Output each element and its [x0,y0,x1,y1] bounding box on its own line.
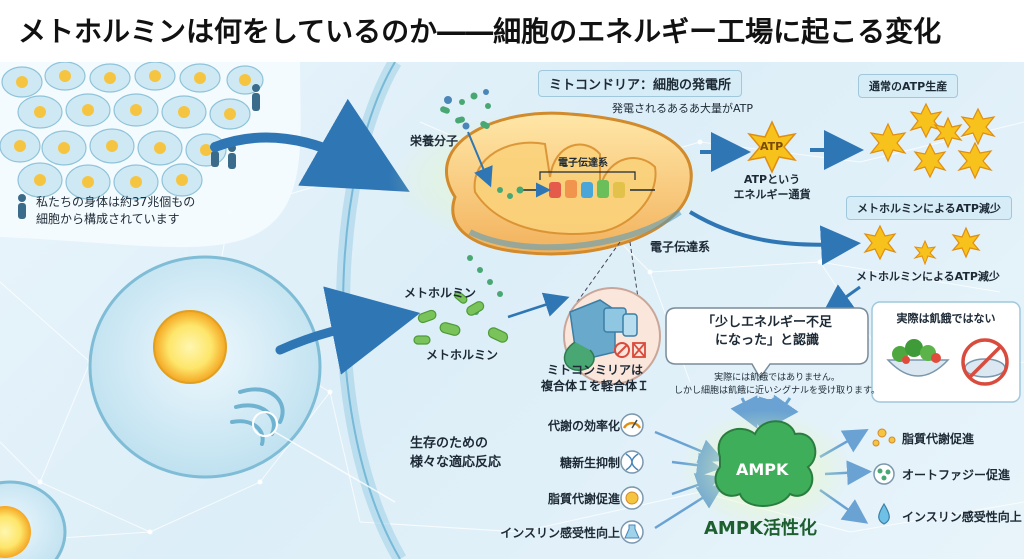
metformin-molecules [413,291,509,345]
adaptation-input-3: インスリン感受性向上 [500,526,620,540]
bubble-line2: になった」と認識 [714,333,819,348]
ampk-enzyme [714,420,817,507]
lipid-icon [872,428,896,447]
human-figure-icon [18,84,260,219]
mitochondria-header: ミトコンドリア：細胞の発電所 [538,70,743,97]
atp-caption-line1: ATPという [743,173,801,186]
complex-caption-line2: 複合体Ｉを軽合体Ｉ [540,379,649,393]
etc-label-outer: 電子伝達系 [650,240,711,254]
atp-caption-line2: エネルギー通貨 [733,188,811,201]
atp-stars [747,102,996,266]
adaptation-output-0: 脂質代謝促進 [902,432,975,446]
page-title: メトホルミンは何をしているのか――細胞のエネルギー工場に起こる変化 [18,15,942,48]
salad-bowl-icon [886,339,950,377]
adaptation-input-0: 代謝の効率化 [547,419,620,433]
energy-shortage-bubble: 「少しエネルギー不足 になった」と認識 [668,314,866,350]
normal-atp-header: 通常のATP生産 [858,74,959,98]
cells-caption-line1: 私たちの身体は約37兆個もの [36,195,196,209]
complex-caption-line1: ミトコンミリアは [546,363,643,377]
cell-cluster [0,62,264,200]
production-note: 発電されるあるあ大量がATP [612,102,754,115]
etc-complexes [549,180,625,198]
title-bar: メトホルミンは何をしているのか――細胞のエネルギー工場に起こる変化 [0,0,1024,62]
adaptation-input-1: 糖新生抑制 [559,456,620,470]
speech-bubble [665,307,869,380]
dna-icon [620,450,644,474]
diagram-panel: 私たちの身体は約37兆個もの 細胞から構成されています ミトコンドリア：細胞の発… [0,62,1024,559]
atp-caption: ATPという エネルギー通貨 [732,172,812,202]
water-drop-icon [878,502,890,525]
bubble-line1: 「少しエネルギー不足 [701,315,832,330]
flask-icon [620,520,644,544]
complex-i [563,299,638,371]
ampk-activation-label: AMPK活性化 [704,518,817,539]
metformin-label-top: メトホルミン [404,286,477,300]
metformin-label-bottom: メトホルミン [426,348,499,362]
atp-token-main: ATP [760,140,784,153]
cells-caption-line2: 細胞から構成されています [36,212,180,226]
background-illustration [0,62,1024,559]
reduced-atp-caption: メトホルミンによるATP減少 [856,270,1000,283]
signal-note: 実際には飢餓ではありません。 しかし細胞は飢餓に近いシグナルを受け取ります。 [672,372,882,398]
adaptation-title-line2: 様々な適応反応 [410,455,502,470]
signal-note-line1: 実際には飢餓ではありません。 [714,373,840,383]
no-food-icon [961,338,1009,386]
blocked-icon [614,342,646,358]
adaptation-title-line1: 生存のための [410,436,489,451]
adaptation-output-2: インスリン感受性向上 [902,510,1022,524]
adaptation-output-1: オートファジー促進 [902,468,1011,482]
cells-caption: 私たちの身体は約37兆個もの 細胞から構成されています [36,194,195,228]
reduced-atp-header: メトホルミンによるATP減少 [846,196,1012,220]
complex-caption: ミトコンミリアは 複合体Ｉを軽合体Ｉ [540,362,650,394]
etc-label-inner: 電子伝達系 [558,158,608,169]
recycle-icon [873,463,895,485]
adaptation-input-2: 脂質代謝促進 [547,492,620,506]
adaptation-title: 生存のための 様々な適応反応 [410,434,501,472]
not-hunger-label: 実際は飢餓ではない [896,312,996,325]
nutrients-label: 栄養分子 [410,134,459,148]
signal-note-line2: しかし細胞は飢餓に近いシグナルを受け取ります。 [673,386,881,396]
ampk-label: AMPK [736,460,789,479]
gauge-icon [620,413,644,437]
lipid-icon [620,486,644,510]
